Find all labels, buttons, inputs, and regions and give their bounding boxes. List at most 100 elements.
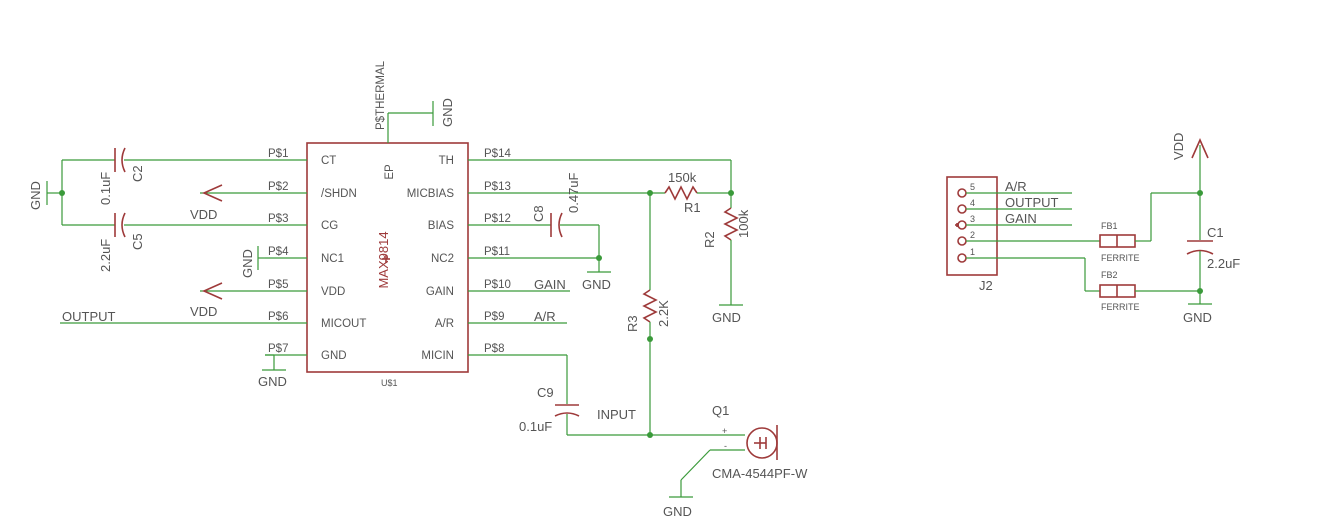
vdd-label: VDD [190, 304, 217, 319]
pin-label: P$8 [484, 343, 504, 355]
pin-label: P$1 [268, 148, 288, 160]
c1-ref: C1 [1207, 225, 1224, 240]
gnd-label: GND [1183, 310, 1212, 325]
j2-pin-num: 1 [970, 247, 975, 257]
c9-ref: C9 [537, 385, 554, 400]
pin-name: TH [439, 155, 454, 167]
output-net: OUTPUT [60, 309, 265, 324]
pin-name: GND [321, 350, 347, 362]
c8-plate-curved [558, 212, 563, 238]
pin-name: /SHDN [321, 188, 357, 200]
pin-name: CT [321, 155, 336, 167]
micbias-net: 150k R1 [510, 170, 734, 215]
ic-ep-label: EP [384, 164, 396, 180]
c1-plate-curved [1186, 249, 1214, 255]
r2-ref: R2 [702, 231, 717, 248]
left-capacitors: 0.1uF C2 2.2uF C5 GND [28, 147, 265, 272]
connector-j2[interactable]: 5 4 3 2 1 J2 [946, 176, 998, 293]
thermal-pad-net: P$THERMAL GND [375, 60, 455, 143]
j2-pin-4 [957, 204, 967, 214]
fb1-ref: FB1 [1101, 221, 1118, 231]
ar-label: A/R [1005, 179, 1027, 194]
gain-net: GAIN [510, 277, 570, 292]
r1-resistor [664, 185, 698, 201]
j2-ref: J2 [979, 278, 993, 293]
j2-pin-3 [957, 220, 967, 230]
th-net [510, 159, 732, 193]
r2-value: 100k [736, 209, 751, 238]
gnd-label: GND [258, 374, 287, 389]
output-label: OUTPUT [62, 309, 116, 324]
q1-plus: + [722, 426, 727, 436]
gnd-label: GND [28, 181, 43, 210]
gnd-label: GND [582, 277, 611, 292]
q1-ref: Q1 [712, 403, 729, 418]
q1-value: CMA-4544PF-W [712, 466, 808, 481]
pin-name: MICIN [421, 350, 454, 362]
j2-pin-num: 5 [970, 182, 975, 192]
p7-gnd: GND [258, 354, 287, 389]
vdd-supply: VDD [190, 282, 265, 319]
pin-name: MICOUT [321, 318, 366, 330]
pin-label: P$9 [484, 311, 504, 323]
gnd-label: GND [440, 98, 455, 127]
ic-right-pins [468, 159, 510, 356]
c2-ref: C2 [130, 165, 145, 182]
gnd-label: GND [712, 310, 741, 325]
ic-name: MAX9814 [376, 231, 391, 288]
gain-label: GAIN [1005, 211, 1037, 226]
pin-label: P$12 [484, 213, 511, 225]
vdd-arrow-symbol [202, 184, 223, 202]
j2-pin-num: 2 [970, 230, 975, 240]
pin-name: NC1 [321, 253, 344, 265]
pin-name: MICBIAS [407, 188, 455, 200]
c2-value: 0.1uF [98, 172, 113, 205]
j2-wires: A/R OUTPUT GAIN [966, 179, 1100, 292]
r3-resistor [642, 289, 658, 323]
pin-label: P$10 [484, 279, 511, 291]
nc1-gnd: GND [240, 246, 265, 278]
vdd-arrow-symbol [1191, 138, 1209, 159]
r3-value: 2.2K [656, 300, 671, 327]
c9-value: 0.1uF [519, 419, 552, 434]
j2-pin-num: 4 [970, 198, 975, 208]
c5-value: 2.2uF [98, 239, 113, 272]
ferrite-fb1[interactable]: FB1 FERRITE [1099, 192, 1200, 263]
pin-label: P$3 [268, 213, 288, 225]
pin-name: VDD [321, 286, 345, 298]
pin-name: GAIN [426, 286, 454, 298]
micin-net: C9 0.1uF INPUT [510, 354, 745, 436]
j2-pin-num: 3 [970, 214, 975, 224]
pin-label: P$13 [484, 181, 511, 193]
ar-label: A/R [534, 309, 556, 324]
j2-pin-5 [957, 188, 967, 198]
ar-net: A/R [510, 309, 567, 324]
pin-label: P$2 [268, 181, 288, 193]
vdd-shdn: VDD [190, 184, 265, 222]
r3-ref: R3 [625, 315, 640, 332]
r1-ref: R1 [684, 200, 701, 215]
pin-name: CG [321, 220, 338, 232]
fb1-value: FERRITE [1101, 253, 1140, 263]
pin-label: P$7 [268, 343, 288, 355]
pin-label: P$6 [268, 311, 288, 323]
q1-minus: - [724, 441, 727, 451]
c8-ref: C8 [531, 205, 546, 222]
ferrite-fb2[interactable]: FB2 FERRITE [1099, 270, 1200, 312]
c1-vdd: VDD C1 2.2uF GND [1171, 133, 1240, 325]
j2-body [946, 176, 998, 276]
r1-value: 150k [668, 170, 697, 185]
c9-plate-curved [554, 412, 580, 417]
j2-pin-2 [957, 236, 967, 246]
fb2-ref: FB2 [1101, 270, 1118, 280]
q1-microphone[interactable]: Q1 + - CMA-4544PF-W GND [663, 403, 808, 519]
c1-value: 2.2uF [1207, 256, 1240, 271]
vdd-arrow-symbol [202, 282, 223, 300]
c2-plate-curved [121, 147, 126, 173]
input-label: INPUT [597, 407, 636, 422]
pin-label: P$11 [484, 246, 510, 258]
gnd-label: GND [663, 504, 692, 519]
gnd-label: GND [240, 249, 255, 278]
pin-label: P$4 [268, 246, 289, 258]
